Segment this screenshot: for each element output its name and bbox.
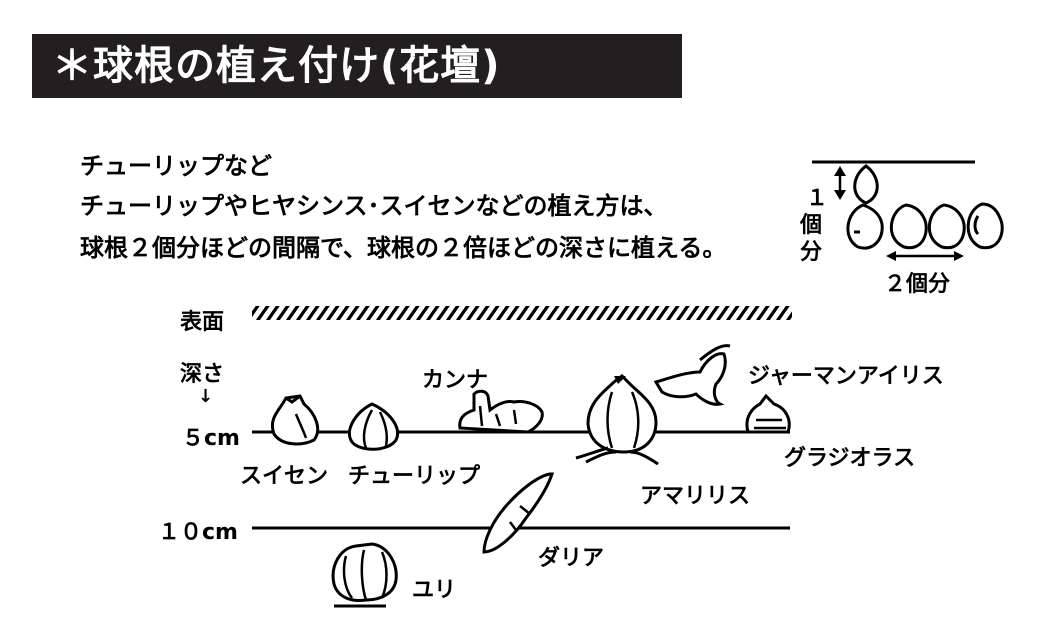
depth-unit-label-1: 個 xyxy=(800,213,823,238)
lily-bulb xyxy=(331,542,398,608)
interval-label: ２個分 xyxy=(884,272,951,297)
dahlia-tuber xyxy=(482,472,555,554)
depth-unit-label-2: 分 xyxy=(800,240,823,265)
spacing-bulb-1 xyxy=(846,203,884,250)
gladiolus-label: グラジオラス xyxy=(784,446,916,471)
ground-surface-hatch xyxy=(252,306,792,320)
amaryllis-label: アマリリス xyxy=(640,484,751,509)
suisen-label: スイセン xyxy=(240,464,329,489)
suisen-bulb xyxy=(271,394,320,446)
spacing-diagram xyxy=(812,160,1004,261)
depth-label: 深さ xyxy=(180,362,225,387)
title-bar xyxy=(32,34,682,98)
gladiolus-corm xyxy=(745,393,791,434)
interval-dimension-arrow xyxy=(886,251,964,261)
depth-10cm-label: １０cm xyxy=(158,520,238,545)
surface-label: 表面 xyxy=(180,310,225,335)
tulip-bulb xyxy=(348,402,399,451)
german-iris-label: ジャーマンアイリス xyxy=(748,364,944,389)
intro-text-line-2: 球根２個分ほどの間隔で、球根の２倍ほどの深さに植える。 xyxy=(80,234,727,262)
german-iris-rhizome xyxy=(653,344,731,406)
canna-rhizome xyxy=(458,389,544,434)
spacing-bulb-4 xyxy=(966,202,1004,250)
amaryllis-bulb xyxy=(575,374,659,466)
spacing-bulb-top xyxy=(853,164,879,205)
intro-text-line-1: チューリップやヒヤシンス･スイセンなどの植え方は、 xyxy=(80,192,668,220)
lily-label: ユリ xyxy=(412,578,457,603)
tulip-label: チューリップ xyxy=(348,464,481,489)
depth-num-label: １ xyxy=(806,186,829,211)
depth-arrow-icon: ↓ xyxy=(198,386,214,407)
dahlia-label: ダリア xyxy=(538,546,605,571)
page-title: ＊球根の植え付け(花壇) xyxy=(52,43,501,89)
spacing-bulb-2 xyxy=(889,203,928,250)
depth-5cm-label: ５cm xyxy=(182,426,240,451)
canna-label: カンナ xyxy=(422,368,489,393)
depth-dimension-arrow xyxy=(834,166,846,200)
intro-heading: チューリップなど xyxy=(80,152,272,180)
spacing-bulb-3 xyxy=(927,203,966,250)
